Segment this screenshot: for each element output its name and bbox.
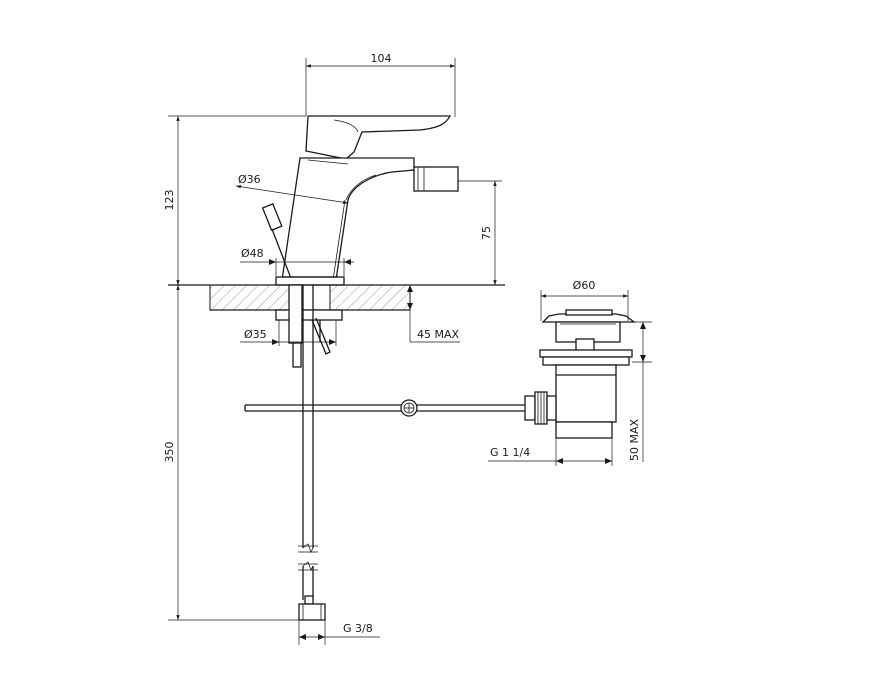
faucet [261, 115, 459, 286]
waste-thread-label: G 1 1/4 [490, 446, 530, 459]
popup-knob [261, 203, 283, 232]
popup-rod [244, 399, 525, 417]
dimension-total-height: 123 [163, 115, 306, 285]
spout-height-label: 75 [480, 226, 493, 240]
spout-nozzle [413, 166, 459, 192]
dimension-spout-height: 75 [458, 180, 502, 285]
dimension-base-diameter: Ø48 [240, 247, 354, 276]
waste-diameter-label: Ø60 [573, 279, 596, 292]
handle-lever [305, 115, 452, 160]
dimension-waste-max-height: 50 MAX [628, 321, 652, 462]
dimension-hose-thread: G 3/8 [298, 620, 380, 645]
dimension-waste-diameter: Ø60 [540, 279, 629, 321]
dimension-shank-diameter: Ø35 [240, 320, 337, 346]
total-height-label: 123 [163, 190, 176, 211]
waste-max-height-label: 50 MAX [628, 419, 641, 462]
hose-length-label: 350 [163, 442, 176, 463]
hose-thread-label: G 3/8 [343, 622, 373, 635]
max-deck-label: 45 MAX [417, 328, 460, 341]
shank-diameter-label: Ø35 [244, 328, 267, 341]
under-deck-fittings [275, 284, 343, 621]
dimension-waste-thread: G 1 1/4 [488, 438, 613, 466]
dimension-max-deck: 45 MAX [407, 285, 460, 343]
dimension-top-width: 104 [305, 52, 456, 117]
handle-diameter-label: Ø36 [238, 173, 261, 186]
dimension-hose-length: 350 [163, 285, 299, 621]
waste-valve [524, 309, 636, 439]
dimension-handle-diameter: Ø36 [235, 173, 349, 204]
base-diameter-label: Ø48 [241, 247, 264, 260]
top-width-label: 104 [371, 52, 392, 65]
countertop [168, 284, 505, 311]
